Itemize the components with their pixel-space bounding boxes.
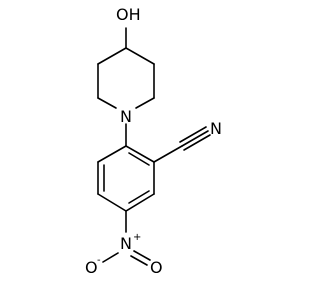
piperidine-ring [97,27,155,109]
double-bond-c1-c2 [128,152,150,166]
nitro-group [102,210,151,266]
bond-c1-c2 [125,145,155,163]
triple-bond-3 [183,134,211,151]
bond-c5-c4 [97,47,127,65]
atom-label-nitrile-n: N [210,119,222,138]
bond-c2-n [135,97,155,109]
atom-charge-nitro-n: + [133,232,141,243]
atom-label-oh: OH [116,5,141,24]
bond-c6-c1 [97,145,127,163]
benzene-ring [97,145,155,212]
triple-bond-1 [181,130,209,147]
bond-n-o-right-1 [133,250,151,261]
bond-n-o-left [102,252,119,263]
double-bond-c3-c4 [128,190,150,204]
bond-c4-c5 [97,193,127,212]
triple-bond-2 [179,126,207,143]
bond-c2-cn [153,145,183,163]
bond-n-o-right-2 [130,255,148,266]
nitrile-group [153,126,211,163]
molecule-structure: OH N N N + O - O [85,5,222,277]
atom-label-piperidine-n: N [120,107,132,126]
atom-charge-nitro-o-left: - [97,255,101,266]
bond-c4-c3 [125,47,155,65]
bond-c3-c4 [125,193,155,212]
bond-n-c6 [97,97,117,109]
atom-label-nitro-n: N [120,234,132,253]
atom-label-nitro-o-left: O [85,258,98,277]
atom-label-nitro-o-right: O [150,258,163,277]
